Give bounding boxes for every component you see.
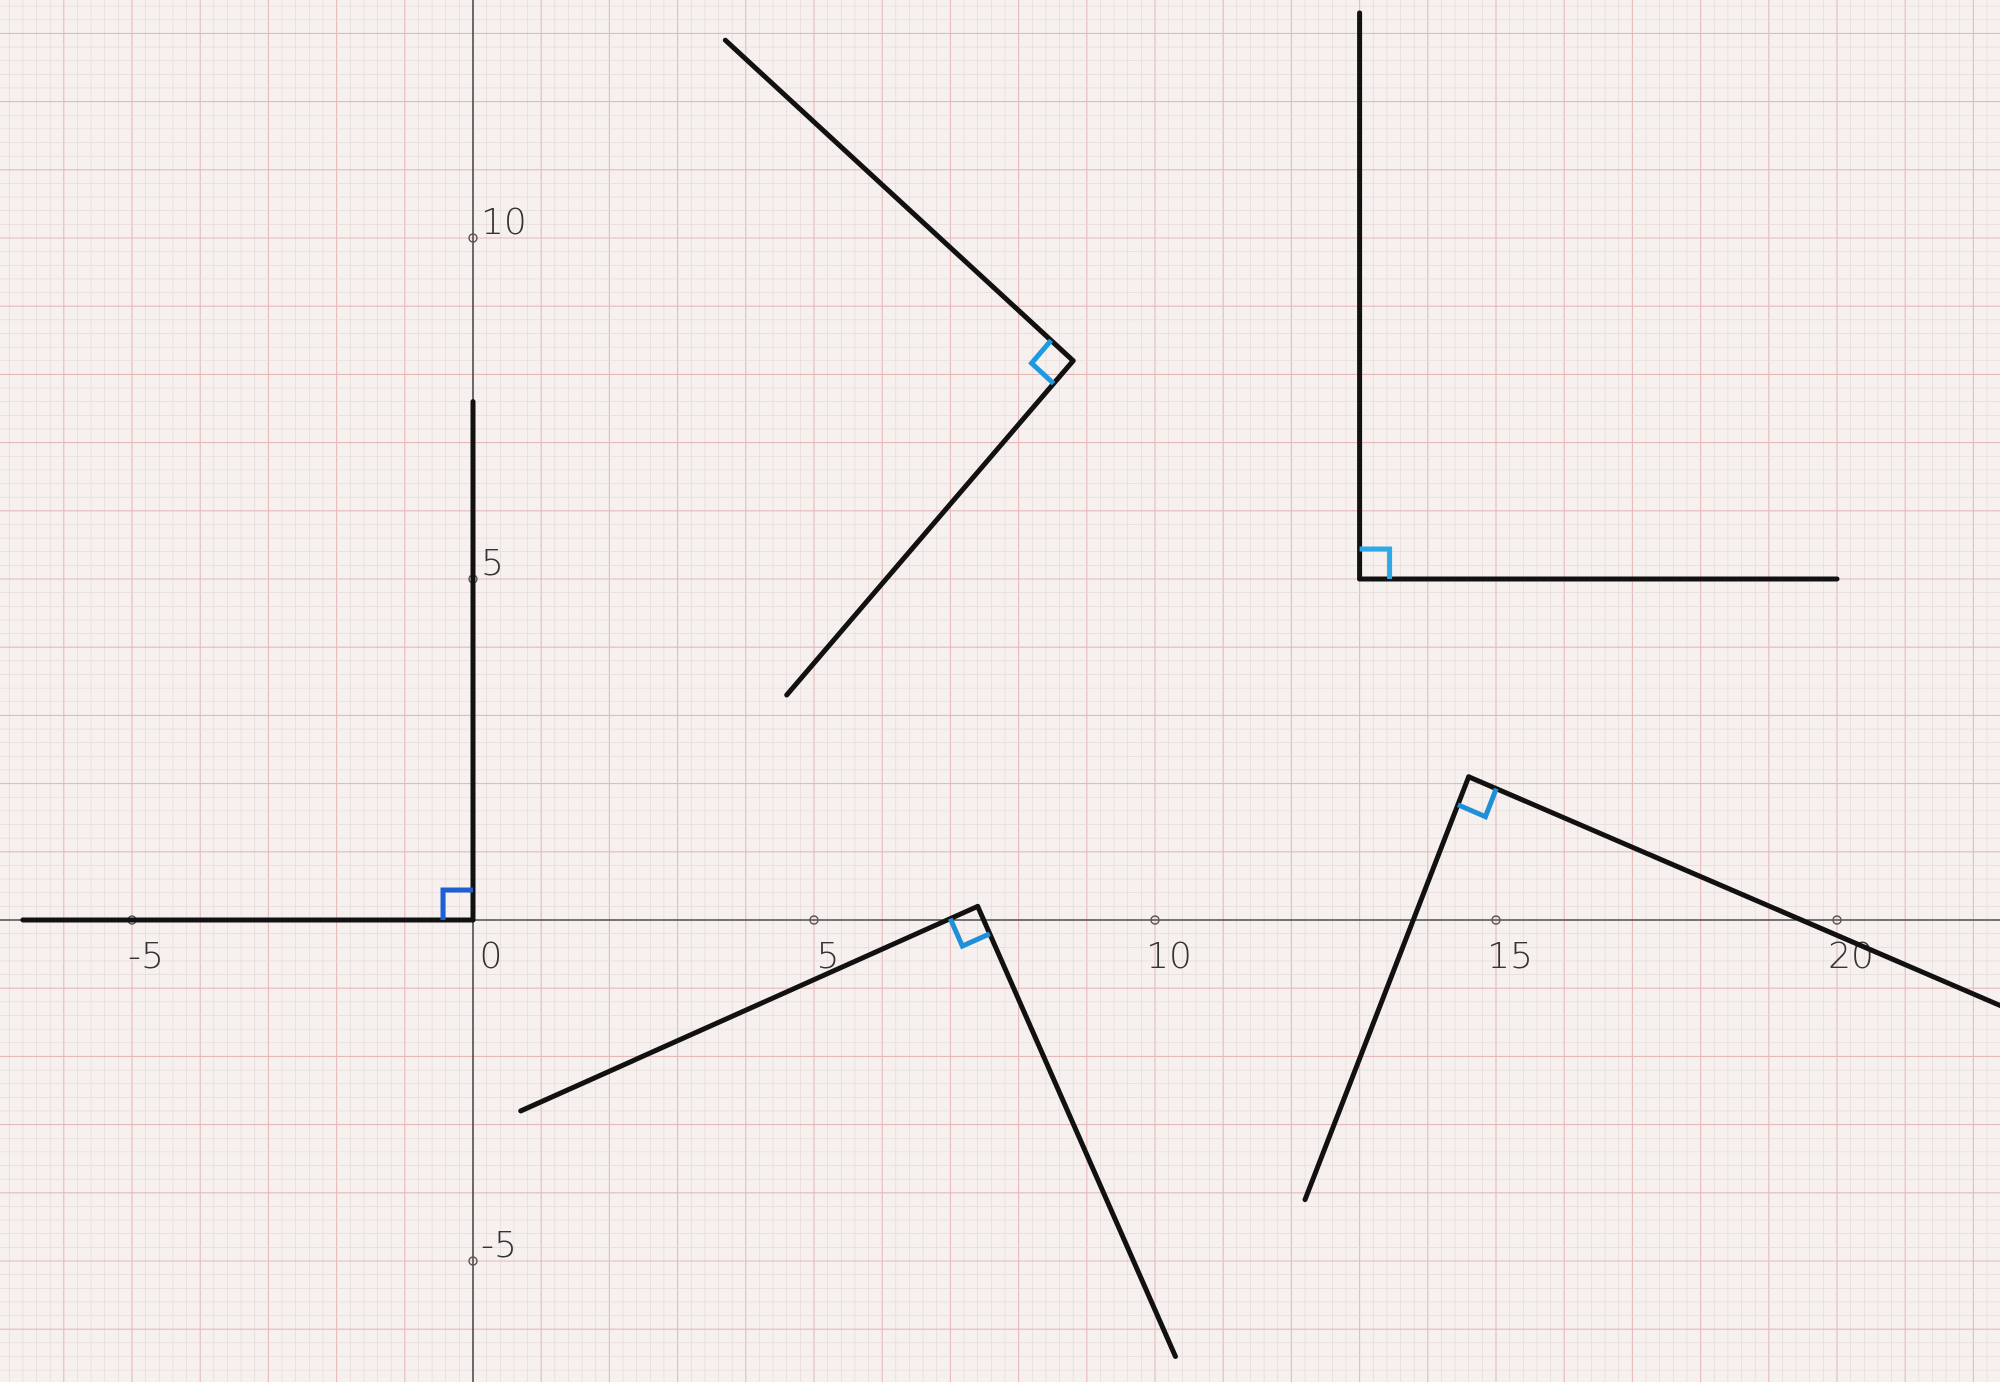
- angle-4: [518, 903, 1178, 1359]
- ray: [784, 358, 1076, 698]
- right-angle-marker: [948, 917, 991, 950]
- y-tick-label: 10: [481, 202, 527, 243]
- x-tick-label: 0: [480, 936, 503, 977]
- ray: [518, 903, 981, 1114]
- x-tick-dot: [1150, 915, 1160, 925]
- angle-2: [722, 37, 1076, 698]
- x-tick-label: 15: [1487, 936, 1533, 977]
- right-angles: [20, 10, 2000, 1359]
- y-tick-label: 5: [481, 543, 504, 584]
- x-tick-dot: [809, 915, 819, 925]
- angle-1: [20, 399, 476, 923]
- angle-3: [1357, 10, 1840, 582]
- right-angle-marker: [1456, 787, 1499, 820]
- angle-5: [1302, 774, 2000, 1203]
- x-tick-dot: [1832, 915, 1842, 925]
- right-angle-marker: [440, 887, 473, 920]
- ray: [975, 903, 1178, 1359]
- x-tick-label: 10: [1146, 936, 1192, 977]
- ray: [1302, 774, 1472, 1203]
- ray: [722, 37, 1076, 364]
- x-tick-dot: [1491, 915, 1501, 925]
- ray: [1466, 774, 2000, 1009]
- right-angle-marker: [1359, 546, 1393, 579]
- y-tick-label: -5: [481, 1225, 517, 1266]
- y-tick-dot: [468, 233, 478, 243]
- right-angle-marker: [1028, 338, 1056, 386]
- x-tick-label: 5: [817, 936, 840, 977]
- y-tick-dot: [468, 1256, 478, 1266]
- x-tick-label: -5: [128, 936, 164, 977]
